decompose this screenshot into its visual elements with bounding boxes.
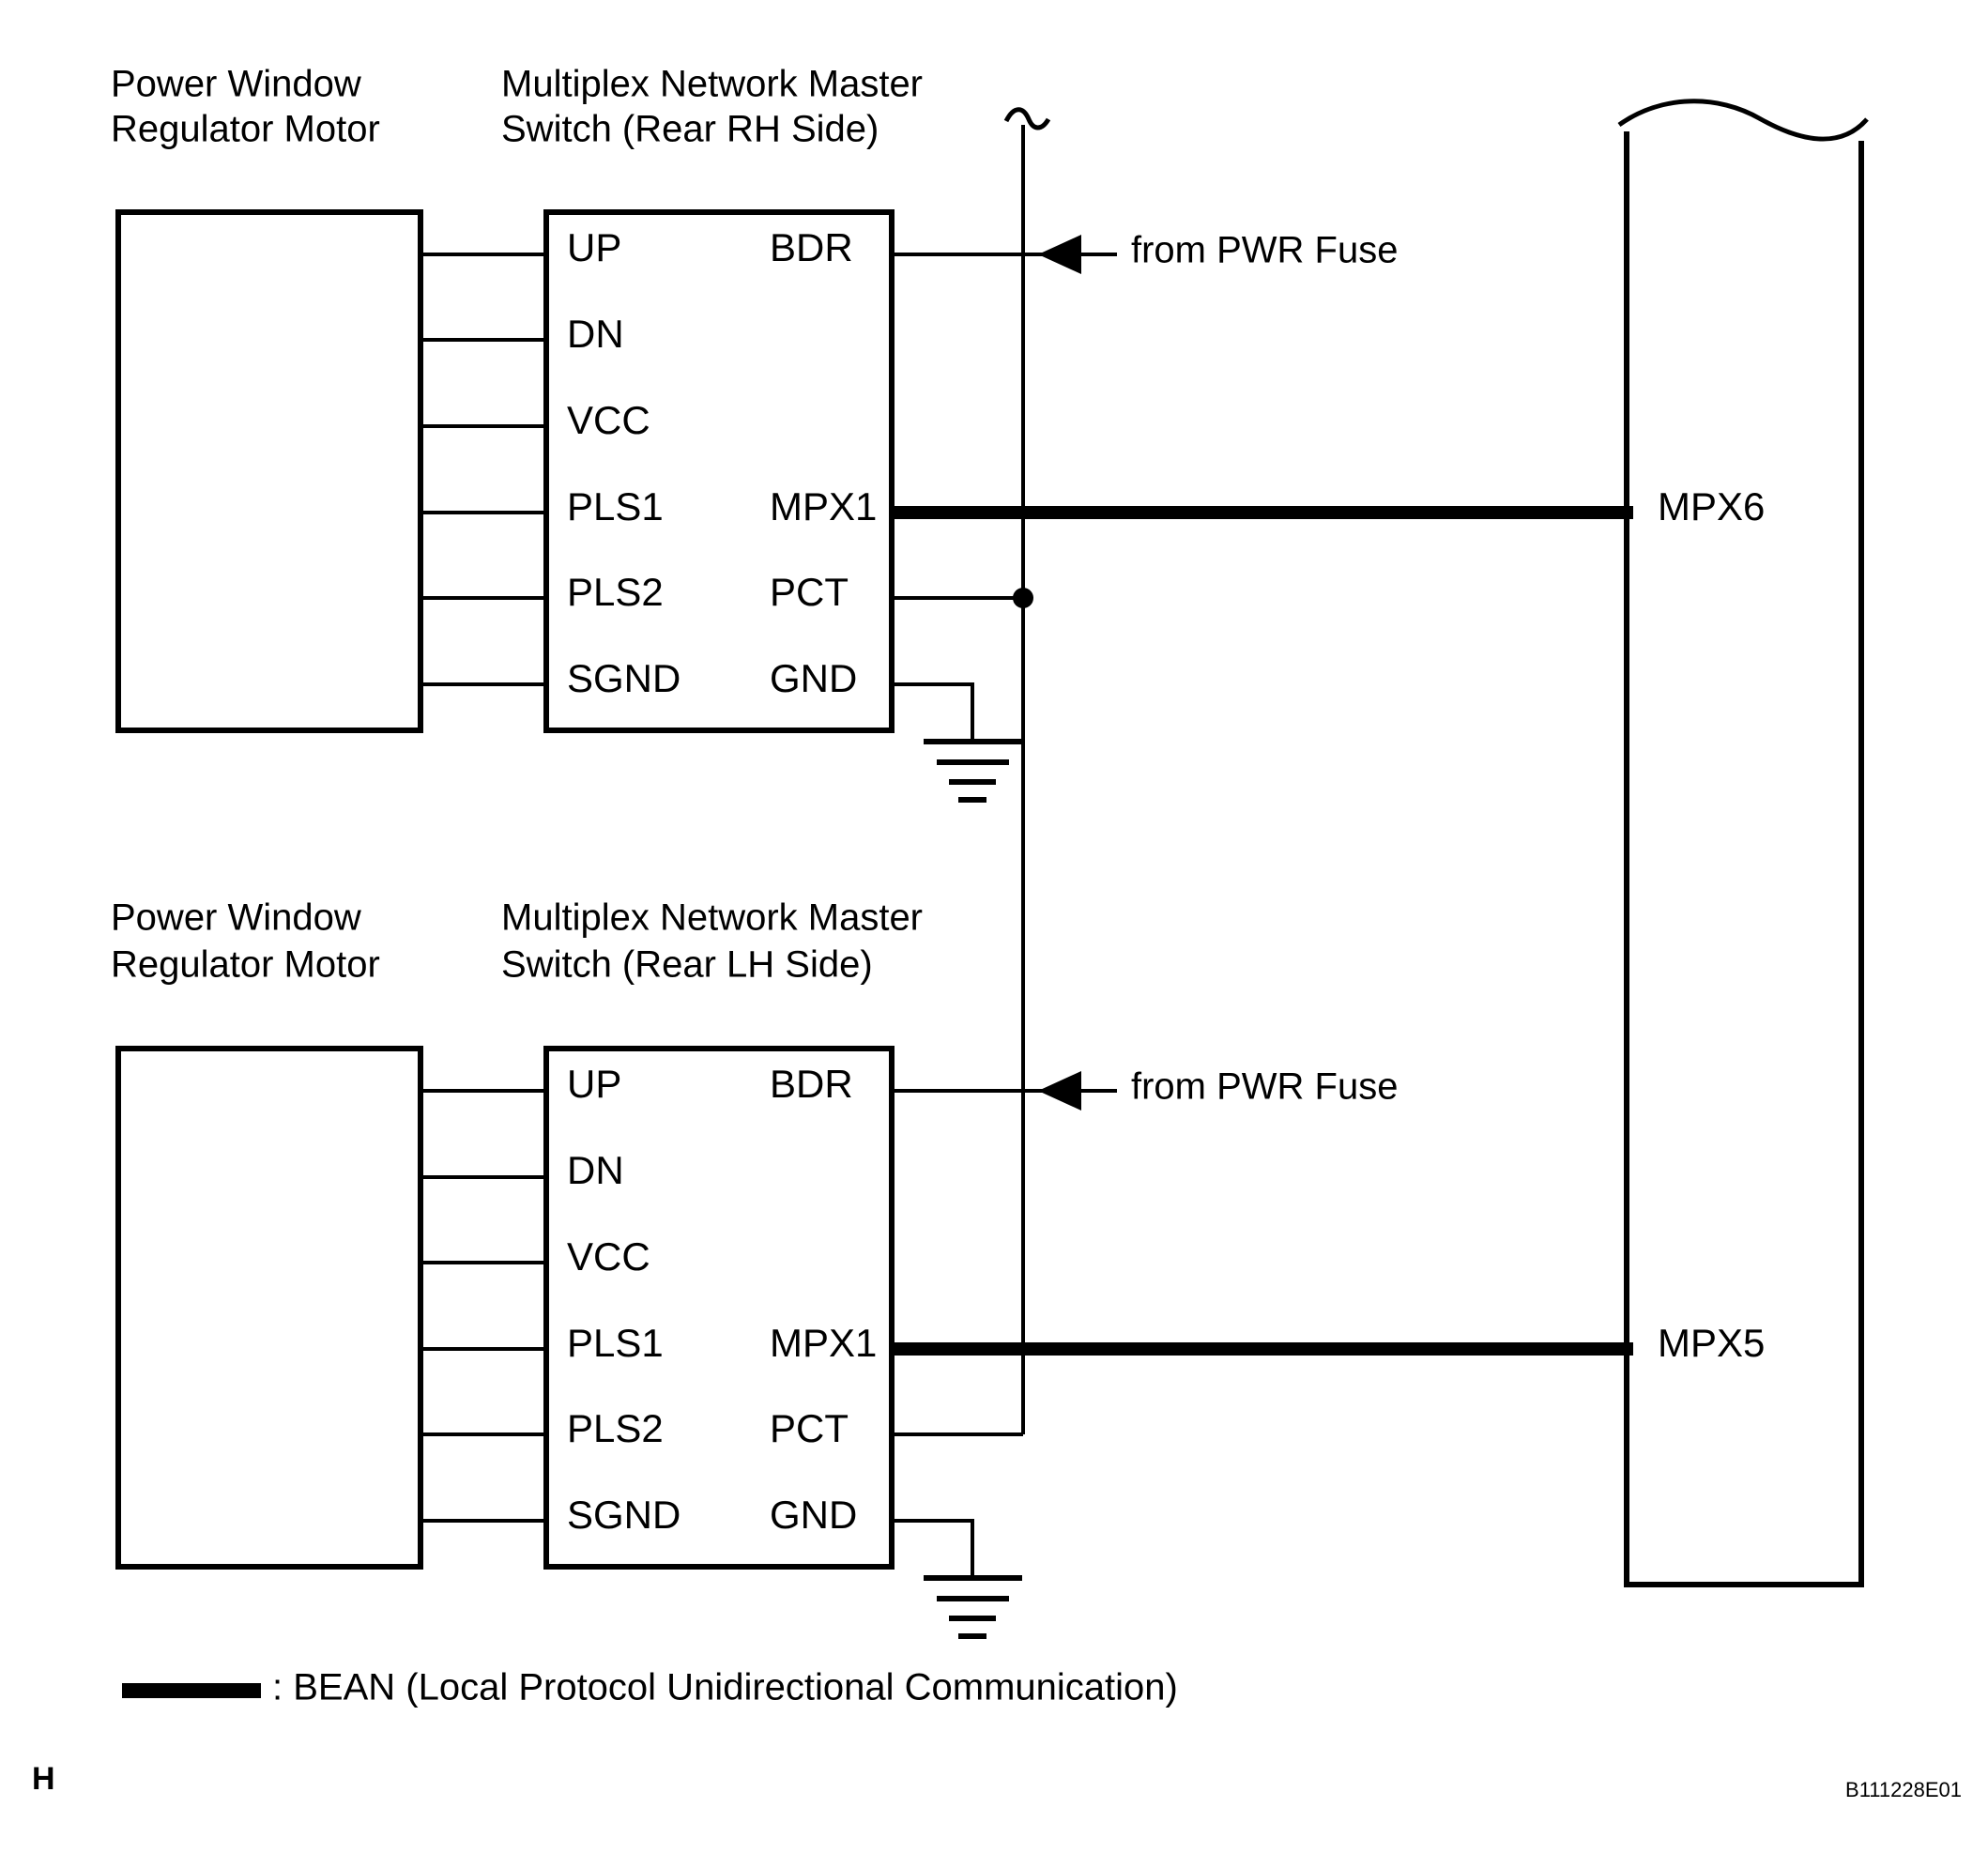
pin-label-dn: DN	[567, 312, 624, 356]
pin-label-vcc-lh: VCC	[567, 1234, 650, 1279]
motor-box-lh	[115, 1046, 423, 1570]
section-rear-rh: Power Window Regulator Motor Multiplex N…	[111, 64, 1765, 803]
pin-label-pct: PCT	[770, 570, 849, 614]
bus-terminal-label: MPX6	[1658, 484, 1765, 529]
switch-title-line2: Switch (Rear RH Side)	[501, 109, 879, 150]
pin-label-vcc: VCC	[567, 398, 650, 442]
wire-gnd	[892, 682, 974, 742]
power-note-label-lh: from PWR Fuse	[1131, 1066, 1398, 1108]
wire-gnd-lh	[892, 1519, 974, 1578]
switch-box	[543, 209, 895, 733]
motor-title-line1: Power Window	[111, 64, 361, 105]
pin-label-pct-lh: PCT	[770, 1406, 849, 1450]
power-arrow-icon-lh	[1038, 1071, 1081, 1111]
switch-title-line1-lh: Multiplex Network Master	[501, 897, 923, 939]
switch-title-line2-lh: Switch (Rear LH Side)	[501, 944, 873, 986]
pct-vertical-bus	[1003, 107, 1051, 1434]
pin-label-gnd-lh: GND	[770, 1493, 857, 1537]
pin-label-mpx1: MPX1	[770, 484, 877, 529]
section-rear-lh: Power Window Regulator Motor Multiplex N…	[111, 897, 1765, 1639]
pin-label-sgnd-lh: SGND	[567, 1493, 681, 1537]
pin-label-pls1: PLS1	[567, 484, 664, 529]
legend-swatch-icon	[122, 1683, 261, 1698]
pin-label-pls1-lh: PLS1	[567, 1321, 664, 1365]
pin-label-bdr: BDR	[770, 225, 853, 269]
switch-box-lh	[543, 1046, 895, 1570]
motor-title-line1-lh: Power Window	[111, 897, 361, 939]
pin-label-up-lh: UP	[567, 1062, 621, 1106]
pin-label-gnd: GND	[770, 656, 857, 700]
pin-label-pls2: PLS2	[567, 570, 664, 614]
pin-label-mpx1-lh: MPX1	[770, 1321, 877, 1365]
ground-symbol-icon-lh	[924, 1575, 1022, 1639]
pin-label-dn-lh: DN	[567, 1148, 624, 1192]
ground-symbol-icon	[924, 739, 1022, 803]
motor-box	[115, 209, 423, 733]
bus-terminal-label-lh: MPX5	[1658, 1321, 1765, 1365]
junction-block	[1617, 99, 1869, 1587]
motor-title-line2: Regulator Motor	[111, 109, 380, 150]
power-arrow-icon	[1038, 235, 1081, 274]
switch-title-line1: Multiplex Network Master	[501, 64, 923, 105]
legend-text: : BEAN (Local Protocol Unidirectional Co…	[272, 1667, 1178, 1708]
pin-label-up: UP	[567, 225, 621, 269]
wire-break-icon	[1003, 107, 1051, 130]
pin-label-pls2-lh: PLS2	[567, 1406, 664, 1450]
legend: : BEAN (Local Protocol Unidirectional Co…	[122, 1667, 1178, 1708]
figure-code: B111228E01	[1845, 1778, 1962, 1801]
corner-marker: H	[32, 1761, 55, 1797]
pin-label-sgnd: SGND	[567, 656, 681, 700]
power-note-label: from PWR Fuse	[1131, 230, 1398, 271]
motor-title-line2-lh: Regulator Motor	[111, 944, 380, 986]
pin-label-bdr-lh: BDR	[770, 1062, 853, 1106]
